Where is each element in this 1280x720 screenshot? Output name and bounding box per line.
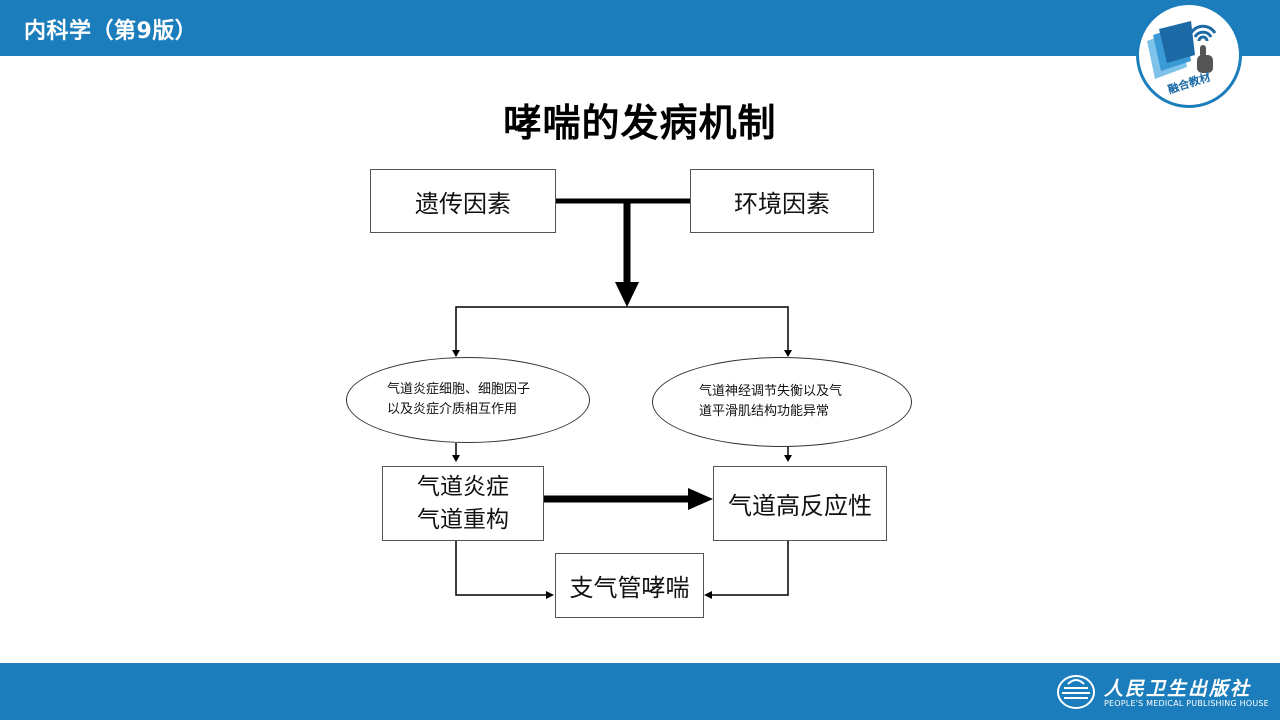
inflammation-line-2: 气道重构 — [417, 506, 509, 533]
genetic-factor-box: 遗传因素 — [370, 169, 556, 233]
right-to-asthma-line — [710, 541, 789, 596]
right-ellipse-line-1: 气道神经调节失衡以及气 — [699, 384, 843, 399]
inflammation-line-1: 气道炎症 — [417, 473, 509, 500]
split-line — [455, 306, 789, 356]
neural-regulation-ellipse: 气道神经调节失衡以及气 道平滑肌结构功能异常 — [652, 357, 912, 447]
right-split-arrowhead — [784, 350, 792, 357]
book-title: 内科学（第9版） — [24, 19, 198, 44]
genetic-factor-label: 遗传因素 — [415, 189, 511, 218]
left-split-arrowhead — [452, 350, 460, 357]
publisher-name-cn: 人民卫生出版社 — [1104, 678, 1252, 700]
airway-hyperresponsiveness-box: 气道高反应性 — [713, 466, 887, 541]
footer-bar — [0, 663, 1280, 720]
hyperresponsiveness-label: 气道高反应性 — [728, 492, 872, 520]
publisher-name-en: PEOPLE'S MEDICAL PUBLISHING HOUSE — [1104, 699, 1269, 708]
left-to-asthma-line — [455, 541, 548, 596]
left-ellipse-line-1: 气道炎症细胞、细胞因子 — [387, 382, 531, 397]
header-bar: 内科学（第9版） — [0, 0, 1280, 56]
right-ellipse-line-2: 道平滑肌结构功能异常 — [699, 404, 830, 419]
airway-inflammation-box: 气道炎症 气道重构 — [382, 466, 544, 541]
fusion-textbook-badge: 融合教材 — [1136, 2, 1242, 108]
thick-right-arrow-head — [688, 488, 713, 510]
left-ellipse-line-2: 以及炎症介质相互作用 — [387, 402, 518, 417]
environment-factor-label: 环境因素 — [734, 189, 830, 218]
asthma-label: 支气管哮喘 — [569, 574, 690, 602]
inflammatory-cells-ellipse: 气道炎症细胞、细胞因子 以及炎症介质相互作用 — [346, 357, 590, 443]
environment-factor-box: 环境因素 — [690, 169, 874, 233]
publisher-logo-icon — [1057, 675, 1095, 709]
book-touch-icon — [1147, 21, 1217, 79]
slide-title: 哮喘的发病机制 — [503, 101, 777, 145]
thick-down-arrow-head — [615, 282, 639, 307]
bronchial-asthma-box: 支气管哮喘 — [555, 553, 704, 618]
